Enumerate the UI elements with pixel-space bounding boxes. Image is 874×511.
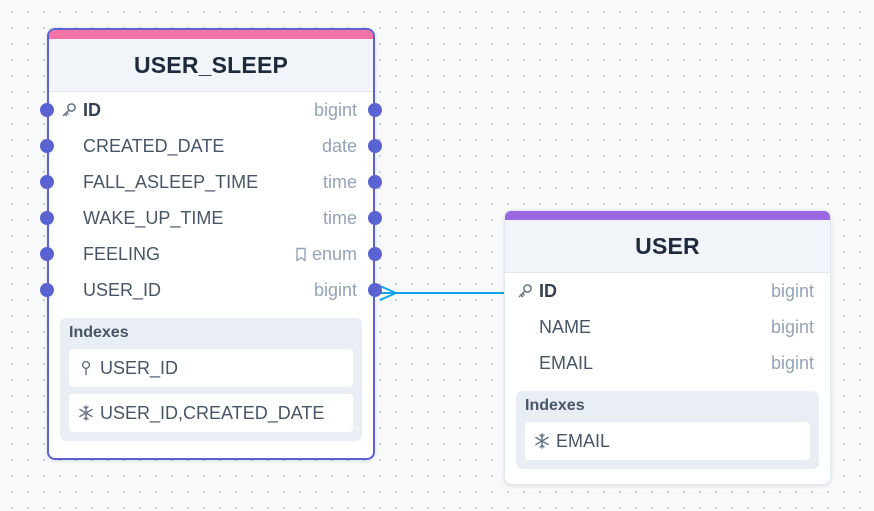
indexes-title: Indexes — [525, 397, 585, 414]
table-color-bar — [505, 211, 830, 220]
column-row-email[interactable]: EMAIL bigint — [505, 345, 830, 381]
connection-handle-right[interactable] — [368, 283, 382, 297]
connection-handle-left[interactable] — [40, 211, 54, 225]
table-title: USER — [635, 232, 700, 259]
column-type: bigint — [770, 352, 814, 373]
table-header[interactable]: USER_SLEEP — [49, 39, 373, 92]
column-row-name[interactable]: NAME bigint — [505, 309, 830, 345]
snowflake-icon — [535, 433, 549, 449]
column-row-id[interactable]: ID bigint — [505, 273, 830, 309]
column-name: WAKE_UP_TIME — [83, 207, 224, 228]
index-label: USER_ID,CREATED_DATE — [100, 402, 325, 423]
column-name: USER_ID — [83, 279, 162, 300]
column-type: bigint — [770, 280, 814, 301]
column-row-created-date[interactable]: CREATED_DATE date — [40, 128, 382, 164]
connection-handle-left[interactable] — [40, 139, 54, 153]
pin-icon — [81, 360, 91, 376]
column-type: bigint — [313, 99, 357, 120]
connection-handle-right[interactable] — [368, 247, 382, 261]
index-item[interactable]: USER_ID — [69, 349, 353, 387]
key-icon — [518, 284, 532, 298]
column-row-fall-asleep-time[interactable]: FALL_ASLEEP_TIME time — [40, 164, 382, 200]
table-color-bar — [49, 30, 373, 39]
column-name: FEELING — [83, 243, 161, 264]
index-label: USER_ID — [100, 357, 179, 378]
column-name: CREATED_DATE — [83, 135, 225, 156]
index-item[interactable]: USER_ID,CREATED_DATE — [69, 394, 353, 432]
column-row-feeling[interactable]: FEELING enum — [40, 236, 382, 272]
bookmark-icon — [296, 247, 306, 261]
relationship-user-sleep-to-user[interactable] — [379, 285, 505, 301]
index-item[interactable]: EMAIL — [525, 422, 810, 460]
crow-foot-many-icon — [379, 285, 397, 301]
column-name: NAME — [539, 316, 592, 337]
table-user-sleep[interactable]: USER_SLEEP ID bigint CREATED_DATE date F… — [40, 28, 382, 460]
connection-handle-right[interactable] — [368, 139, 382, 153]
connection-handle-left[interactable] — [40, 247, 54, 261]
column-type-enum: enum — [294, 244, 357, 265]
column-row-user-id[interactable]: USER_ID bigint — [40, 272, 382, 308]
column-type: date — [321, 135, 357, 156]
column-type: enum — [311, 243, 357, 264]
connection-handle-left[interactable] — [40, 103, 54, 117]
column-type: time — [322, 207, 357, 228]
connection-handle-right[interactable] — [368, 175, 382, 189]
column-name: ID — [83, 99, 101, 120]
indexes-panel: Indexes EMAIL — [516, 391, 819, 469]
snowflake-icon — [79, 405, 93, 421]
column-name: ID — [539, 280, 557, 301]
table-title: USER_SLEEP — [133, 51, 289, 78]
connection-handle-right[interactable] — [368, 211, 382, 225]
connection-handle-left[interactable] — [40, 175, 54, 189]
key-icon — [62, 103, 76, 117]
indexes-panel: Indexes USER_ID USER_ID,CREATED_DATE — [60, 318, 362, 441]
column-row-wake-up-time[interactable]: WAKE_UP_TIME time — [40, 200, 382, 236]
connection-handle-right[interactable] — [368, 103, 382, 117]
column-row-id[interactable]: ID bigint — [40, 92, 382, 128]
table-user[interactable]: USER ID bigint NAME bigint EMAIL bigint … — [504, 210, 831, 485]
column-type: bigint — [770, 316, 814, 337]
index-label: EMAIL — [556, 430, 611, 451]
column-name: EMAIL — [539, 352, 594, 373]
table-header[interactable]: USER — [505, 220, 830, 273]
column-type: bigint — [313, 279, 357, 300]
connection-handle-left[interactable] — [40, 283, 54, 297]
indexes-title: Indexes — [69, 324, 129, 341]
column-name: FALL_ASLEEP_TIME — [83, 171, 259, 192]
column-type: time — [322, 171, 357, 192]
